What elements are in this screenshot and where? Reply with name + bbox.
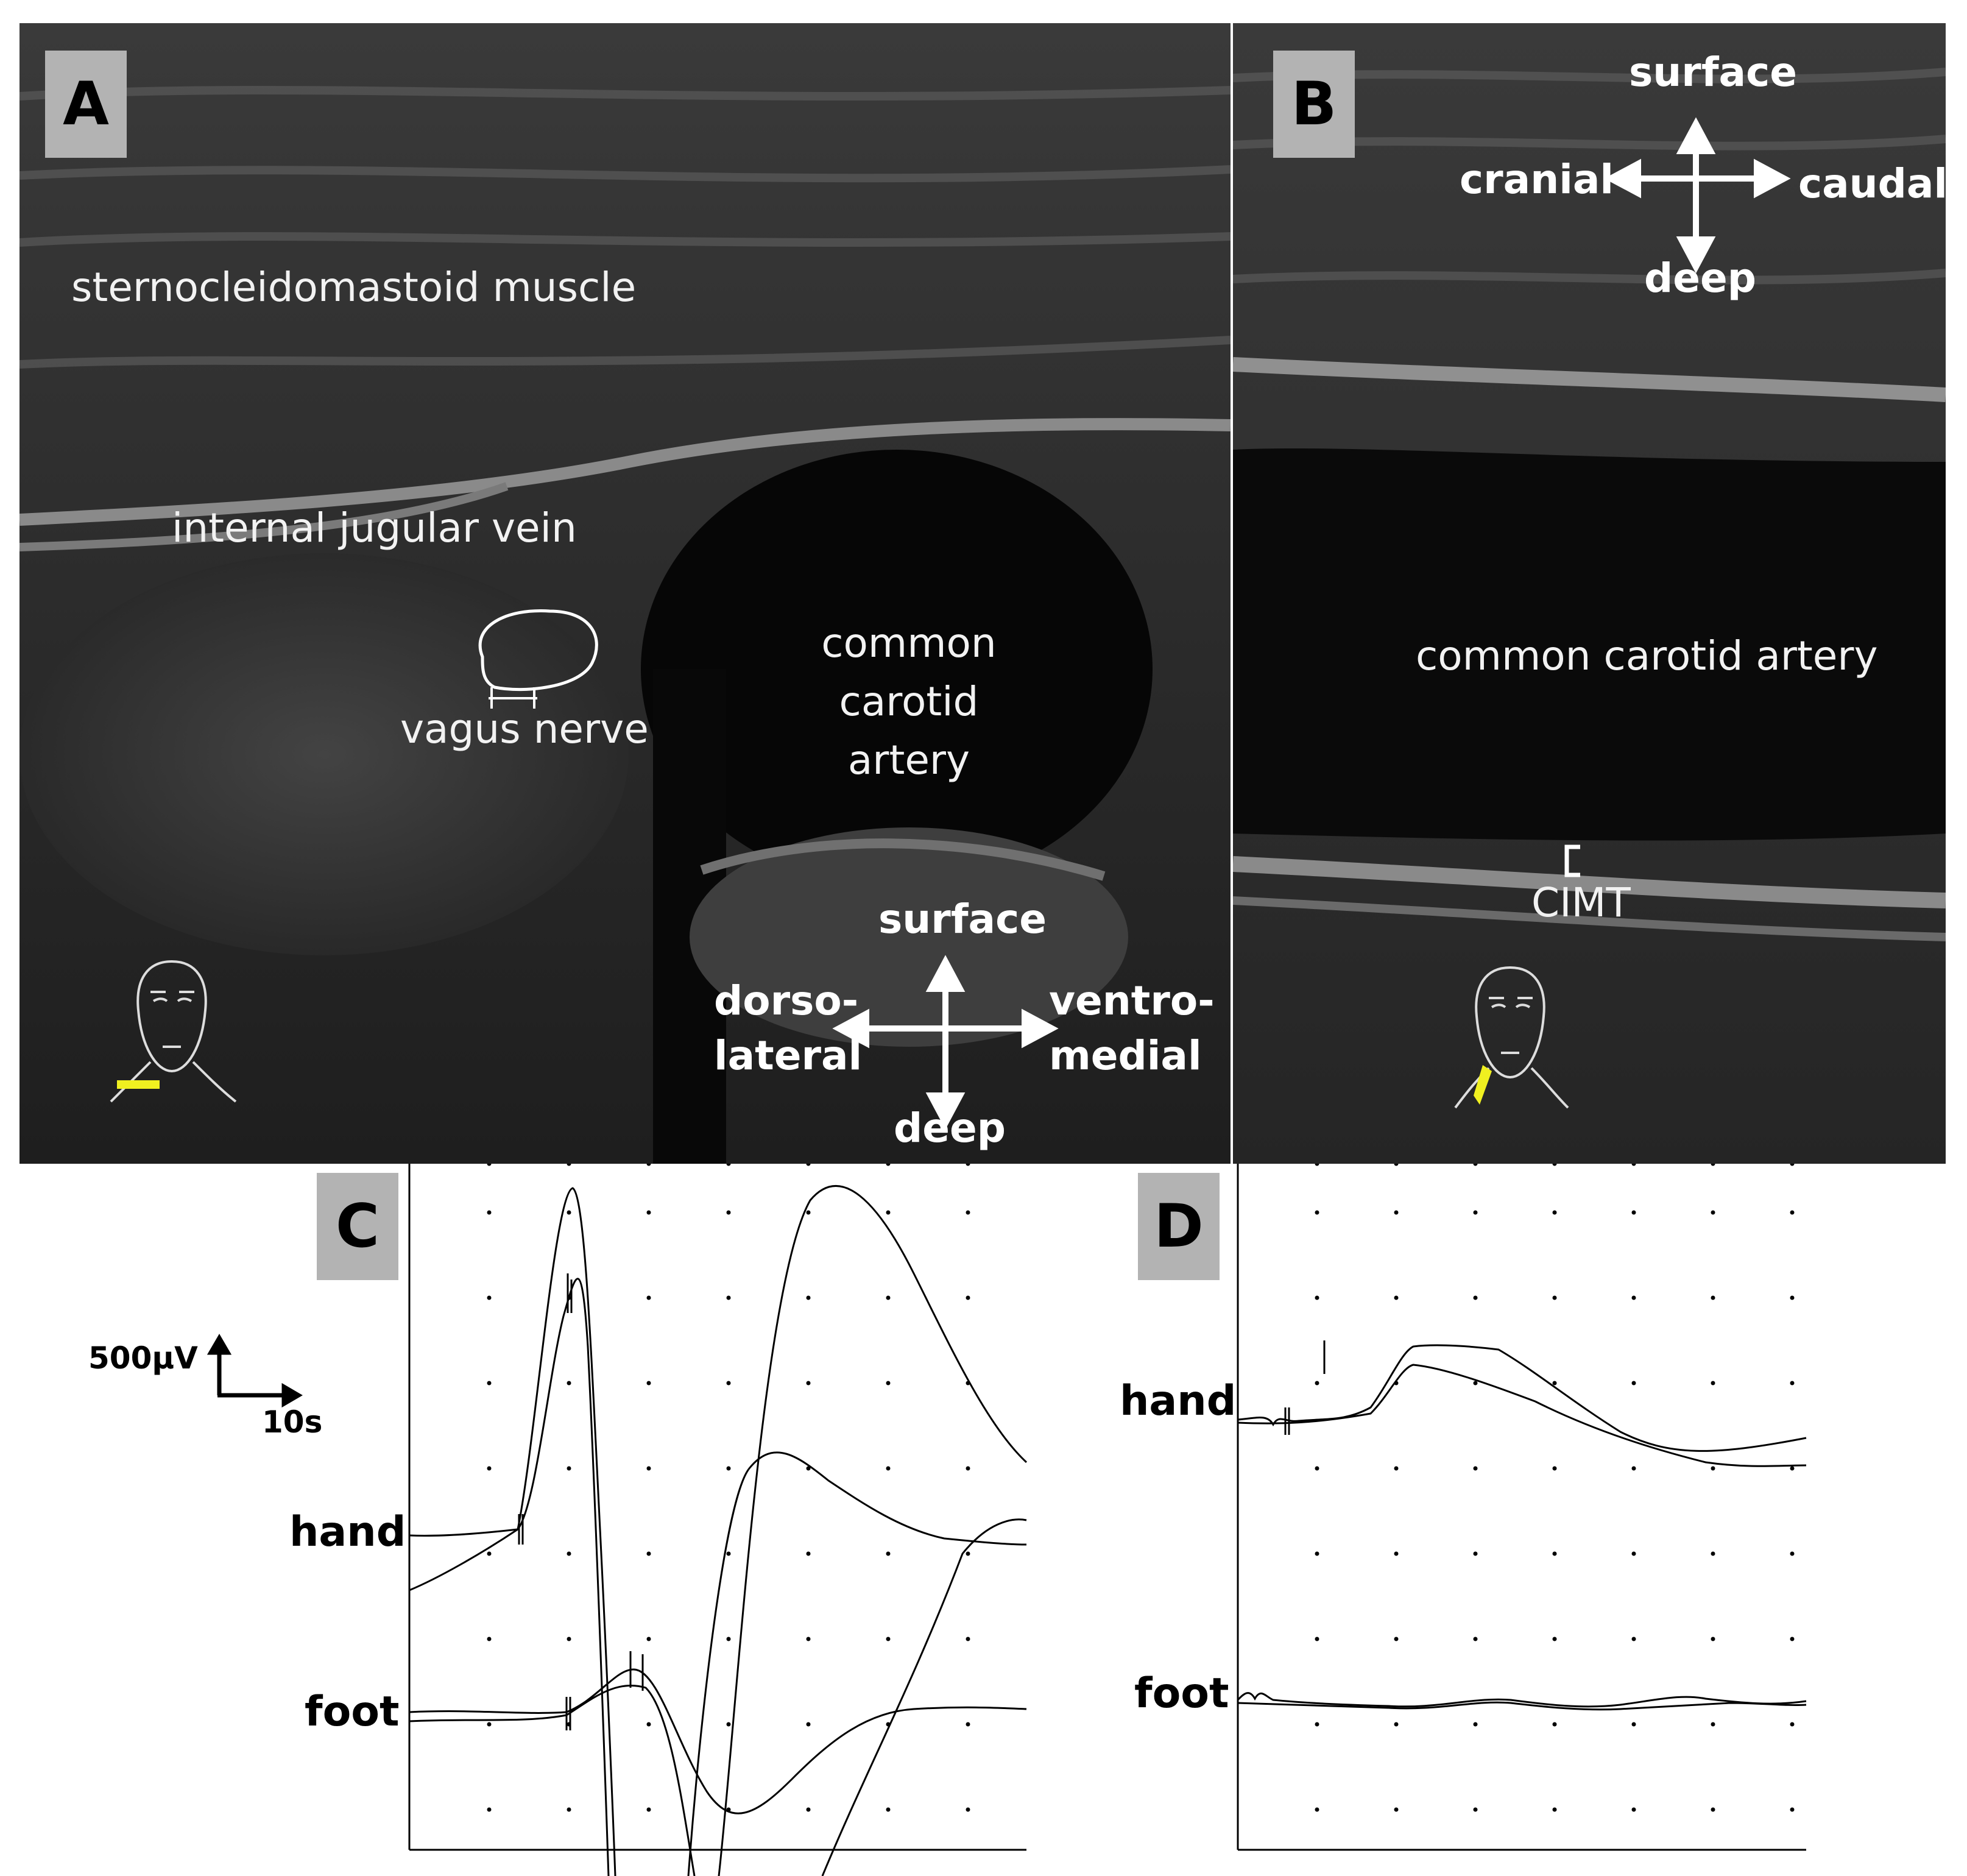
- label-b-deep: deep: [1644, 255, 1757, 302]
- dot-grid-d: [1315, 1164, 1795, 1166]
- panel-c-traces: C 500µV 10s hand foot: [0, 1164, 1048, 1876]
- cimt-bracket: [1564, 844, 1580, 877]
- medial-line: medial: [1049, 1032, 1202, 1079]
- label-a-deep: deep: [894, 1105, 1006, 1152]
- artery-label-line1: common: [821, 620, 997, 667]
- artery-label-line2: carotid: [839, 678, 979, 725]
- label-common-carotid-artery: common carotid artery: [781, 614, 1037, 790]
- label-cimt: CIMT: [1531, 879, 1631, 926]
- probe-marker-b: [1474, 1065, 1492, 1105]
- dorso-line: dorso-: [714, 977, 859, 1024]
- panel-b-image: [1233, 23, 1946, 1164]
- label-b-surface: surface: [1629, 49, 1797, 96]
- probe-marker-a: [117, 1080, 160, 1089]
- panel-d-badge: D: [1138, 1173, 1220, 1280]
- label-a-ventromedial: ventro- medial: [1049, 974, 1215, 1083]
- panel-c-plot: [207, 1164, 1028, 1876]
- panel-c-badge: C: [317, 1173, 398, 1280]
- panel-d-plot: [1237, 1164, 1807, 1851]
- trace-label-hand-d: hand: [1120, 1377, 1237, 1425]
- foot-traces-c: [409, 1518, 1027, 1876]
- trace-label-foot-c: foot: [305, 1688, 400, 1736]
- label-a-dorsolateral: dorso- lateral: [714, 974, 862, 1083]
- hand-traces-d: [1237, 1344, 1807, 1467]
- foot-traces-d: [1237, 1692, 1807, 1711]
- panel-a-ultrasound: A sternocleidomastoid muscle internal ju…: [19, 23, 1231, 1164]
- dot-grid-c: [487, 1164, 970, 1166]
- panel-divider: [1231, 23, 1233, 1164]
- scale-bar: [207, 1334, 303, 1408]
- scale-time-label: 10s: [262, 1404, 323, 1440]
- label-b-caudal: caudal: [1798, 160, 1946, 207]
- ventro-line: ventro-: [1049, 977, 1215, 1024]
- lateral-line: lateral: [714, 1032, 863, 1079]
- label-internal-jugular-vein: internal jugular vein: [172, 504, 577, 551]
- panel-a-image: [19, 23, 1231, 1164]
- panel-b-ultrasound: B common carotid artery CIMT surface dee…: [1233, 23, 1946, 1164]
- scale-amplitude-label: 500µV: [88, 1340, 198, 1376]
- label-sternocleidomastoid: sternocleidomastoid muscle: [71, 264, 637, 311]
- label-b-cranial: cranial: [1460, 156, 1614, 203]
- hand-traces-c: [409, 1184, 1028, 1876]
- panel-a-badge: A: [45, 51, 127, 158]
- artery-label-line3: artery: [847, 737, 970, 784]
- trace-label-foot-d: foot: [1134, 1669, 1229, 1718]
- trace-label-hand-c: hand: [289, 1508, 406, 1556]
- panel-b-badge: B: [1273, 51, 1355, 158]
- vagus-nerve-outline: [478, 609, 598, 692]
- label-a-surface: surface: [878, 896, 1047, 943]
- label-b-common-carotid-artery: common carotid artery: [1416, 632, 1878, 679]
- label-vagus-nerve: vagus nerve: [400, 706, 649, 752]
- panel-d-traces: D hand foot: [1048, 1164, 1967, 1876]
